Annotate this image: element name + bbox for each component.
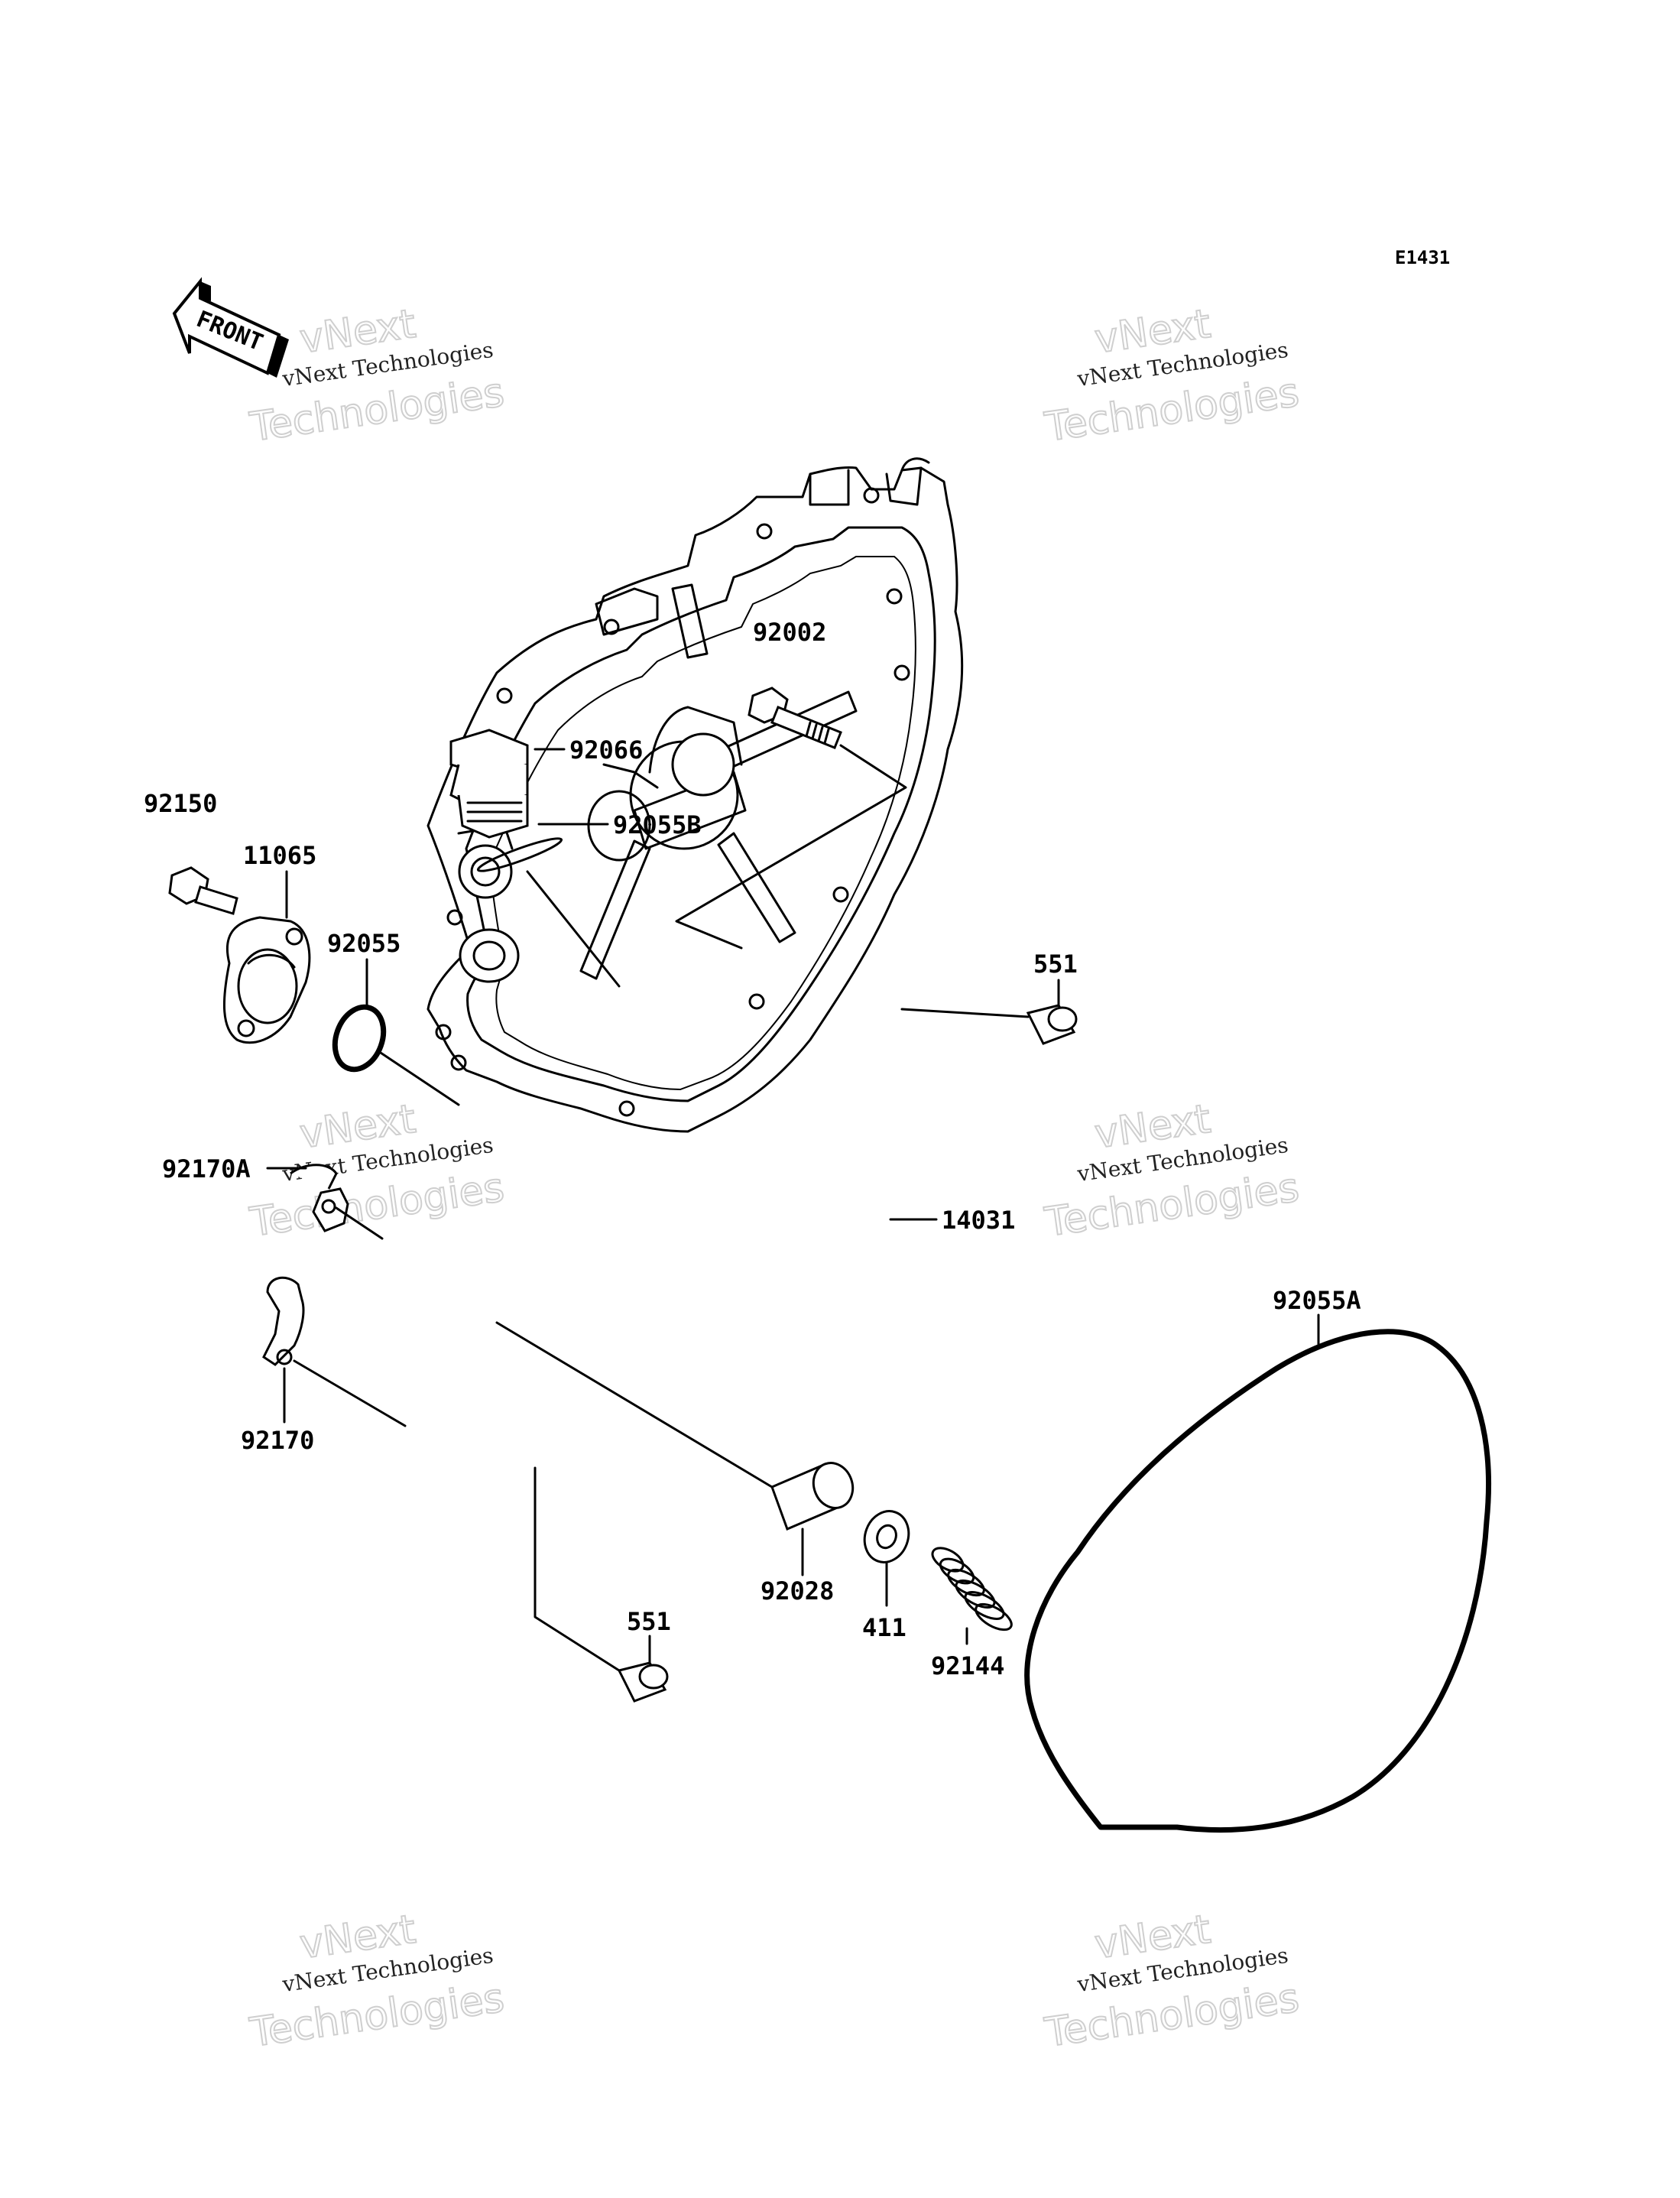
diagram-code: E1431 — [1395, 247, 1450, 268]
leader-92055-down — [377, 1050, 460, 1106]
washer-411 — [863, 1510, 910, 1563]
o-ring-92055 — [332, 1004, 387, 1073]
watermark-top-right: vNext vNext Technologies Technologies — [1041, 300, 1302, 452]
watermark-bottom-right: vNext vNext Technologies Technologies — [1041, 1906, 1302, 2057]
label-551-top: 551 — [1033, 950, 1078, 979]
crankcase-cover-14031 — [426, 457, 964, 1133]
front-arrow-icon: FRONT — [172, 277, 289, 378]
label-92028: 92028 — [761, 1576, 834, 1605]
label-14031: 14031 — [942, 1206, 1015, 1235]
leader-551-top-left — [900, 1008, 1030, 1018]
dowel-551-bottom — [617, 1661, 669, 1703]
leader-92028-left — [495, 1321, 774, 1489]
watermark-bottom-left: vNext vNext Technologies Technologies — [246, 1906, 508, 2057]
bolt-92150 — [168, 866, 238, 915]
label-92002: 92002 — [753, 618, 826, 647]
spring-92144 — [931, 1547, 1013, 1631]
clamp-92170A — [290, 1164, 349, 1232]
label-11065: 11065 — [243, 841, 316, 870]
leader-92170-right — [293, 1359, 407, 1427]
label-92055A: 92055A — [1273, 1286, 1361, 1315]
plug-92066 — [449, 729, 529, 839]
leader-92055B-down — [526, 870, 621, 988]
o-ring-92055B — [476, 837, 563, 872]
clamp-92170 — [262, 1276, 305, 1366]
label-92055: 92055 — [327, 929, 401, 958]
watermark-mid-left: vNext vNext Technologies Technologies — [246, 1096, 508, 1247]
label-411: 411 — [862, 1613, 906, 1642]
label-551-bottom: 551 — [627, 1607, 671, 1636]
leader-551-bottom-left — [534, 1466, 621, 1672]
label-92055B: 92055B — [613, 810, 702, 839]
dowel-551-top — [1026, 1004, 1078, 1045]
collar-92028 — [770, 1462, 855, 1531]
leader-92002 — [675, 744, 907, 950]
leader-92170A-right — [335, 1206, 384, 1240]
label-92150: 92150 — [144, 789, 217, 818]
watermark-mid-right: vNext vNext Technologies Technologies — [1041, 1096, 1302, 1247]
label-92170A: 92170A — [162, 1154, 251, 1183]
label-92170: 92170 — [241, 1426, 314, 1455]
plate-11065 — [223, 916, 311, 1044]
bolt-92002 — [748, 687, 842, 749]
label-92066: 92066 — [569, 735, 643, 765]
label-92144: 92144 — [931, 1651, 1004, 1680]
gasket-92055A — [1024, 1329, 1491, 1833]
